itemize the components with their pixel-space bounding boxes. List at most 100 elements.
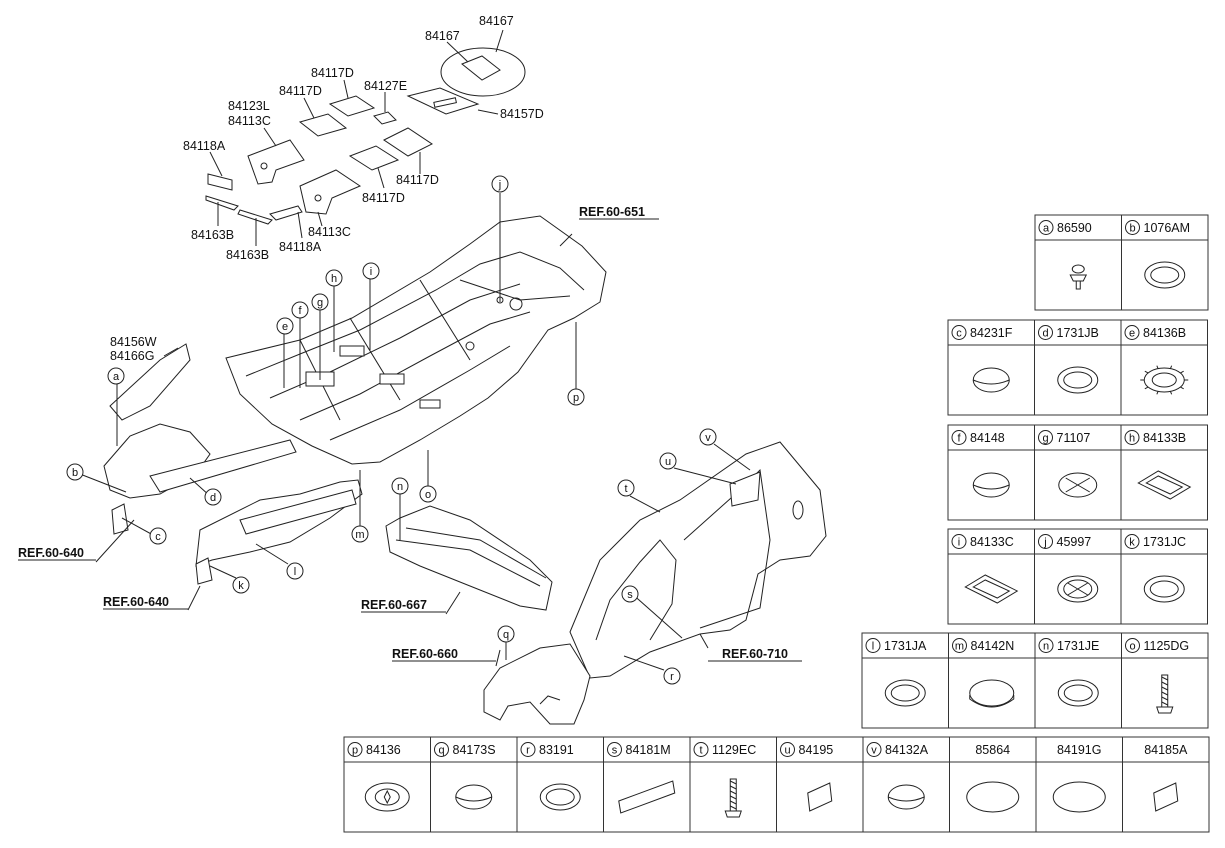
table-part-number: 1125DG — [1144, 639, 1190, 653]
callout-b: b — [66, 463, 84, 481]
callout-r: r — [663, 667, 681, 685]
table-letter: t — [699, 745, 702, 757]
callout-u: u — [659, 452, 677, 470]
letter-circle — [951, 430, 967, 445]
callout-l: l — [286, 562, 304, 580]
callout-k: k — [232, 576, 250, 594]
callout-letter: v — [705, 432, 711, 444]
table-letter: g — [1042, 433, 1048, 445]
letter-circle — [1124, 430, 1140, 445]
table-part-number: 84142N — [971, 639, 1015, 653]
table-cell: b 1076AM — [1121, 214, 1209, 311]
letter-circle — [780, 742, 795, 757]
letter-circle — [1125, 638, 1140, 653]
bolt-small-icon — [1069, 264, 1088, 290]
plug-rect-icon — [964, 574, 1019, 604]
callout-letter: h — [331, 273, 337, 285]
plug-rect-icon — [1137, 470, 1192, 500]
ref-label-60-667: REF.60-667 — [361, 598, 427, 612]
tape-long-icon — [618, 780, 676, 814]
callout-q: q — [497, 625, 515, 643]
ref-label-60-710: REF.60-710 — [722, 647, 788, 661]
table-part-number: 84136 — [366, 743, 401, 757]
table-part-number: 1731JE — [1057, 639, 1099, 653]
bolt-icon — [1156, 674, 1174, 714]
letter-circle — [1124, 534, 1140, 549]
callout-g: g — [311, 293, 329, 311]
table-part-number: 86590 — [1057, 221, 1092, 235]
table-part-number: 1076AM — [1144, 221, 1191, 235]
table-cell: 85864 — [949, 736, 1037, 833]
callout-h: h — [325, 269, 343, 287]
table-letter: r — [526, 745, 530, 757]
table-part-number: 84185A — [1144, 743, 1188, 757]
letter-circle — [1038, 220, 1054, 235]
table-letter: f — [957, 433, 961, 445]
callout-letter: n — [397, 481, 403, 493]
letter-circle — [866, 742, 882, 757]
table-cell: 84191G — [1035, 736, 1123, 833]
table-letter: o — [1129, 641, 1135, 653]
table-letter: m — [955, 641, 964, 653]
callout-letter: c — [155, 531, 161, 543]
callout-letter: r — [670, 671, 674, 683]
table-part-number: 1731JA — [884, 639, 927, 653]
table-part-number: 1129EC — [712, 743, 756, 757]
table-letter: n — [1043, 641, 1049, 653]
table-part-number: 84173S — [453, 743, 496, 757]
grommet-icon — [1144, 261, 1186, 289]
pad-label-84157d: 84157D — [500, 107, 544, 121]
table-cell: 84185A — [1122, 736, 1210, 833]
letter-circle — [952, 638, 967, 653]
table-letter: b — [1129, 223, 1135, 235]
letter-circle — [1038, 325, 1053, 340]
plug-star-icon — [364, 782, 410, 812]
callout-letter: f — [298, 305, 302, 317]
plug-dome-icon — [972, 472, 1010, 498]
callout-letter: p — [573, 392, 579, 404]
callout-j: j — [491, 175, 509, 193]
letter-circle — [1038, 534, 1053, 549]
letter-circle — [1124, 325, 1140, 340]
letter-circle — [693, 742, 709, 757]
table-letter: h — [1129, 433, 1135, 445]
callout-letter: e — [282, 321, 288, 333]
grommet-icon — [1057, 366, 1099, 394]
pad-label-84167-left: 84167 — [425, 29, 460, 43]
pad-label-84127e: 84127E — [364, 79, 407, 93]
pad-small-icon — [1153, 782, 1179, 812]
table-letter: l — [872, 641, 874, 653]
callout-p: p — [567, 388, 585, 406]
pad-label-84117d-d: 84117D — [362, 191, 405, 205]
table-part-number: 84181M — [626, 743, 671, 757]
table-part-number: 45997 — [1057, 535, 1092, 549]
table-part-number: 1731JB — [1057, 326, 1099, 340]
body-side-drawing — [483, 441, 827, 725]
callout-letter: m — [355, 529, 364, 541]
ref-labels: REF.60-651 REF.60-640 REF.60-640 REF.60-… — [18, 205, 802, 662]
grommet-icon — [1143, 575, 1185, 603]
pad-label-84113c-b: 84113C — [308, 225, 351, 239]
bolt-icon — [724, 778, 742, 818]
dash-panel-drawing — [385, 505, 553, 611]
callout-m: m — [351, 525, 369, 543]
table-cell: t 1129EC — [689, 736, 777, 833]
letter-circle — [1125, 220, 1140, 235]
table-letter: u — [784, 745, 790, 757]
grommet-icon — [1057, 679, 1099, 707]
table-letter: j — [1043, 537, 1046, 549]
letter-circle — [520, 742, 536, 757]
floor-pads-group — [205, 29, 526, 246]
table-part-number: 84132A — [885, 743, 929, 757]
pad-label-84123l: 84123L — [228, 99, 270, 113]
table-letter: i — [958, 537, 960, 549]
